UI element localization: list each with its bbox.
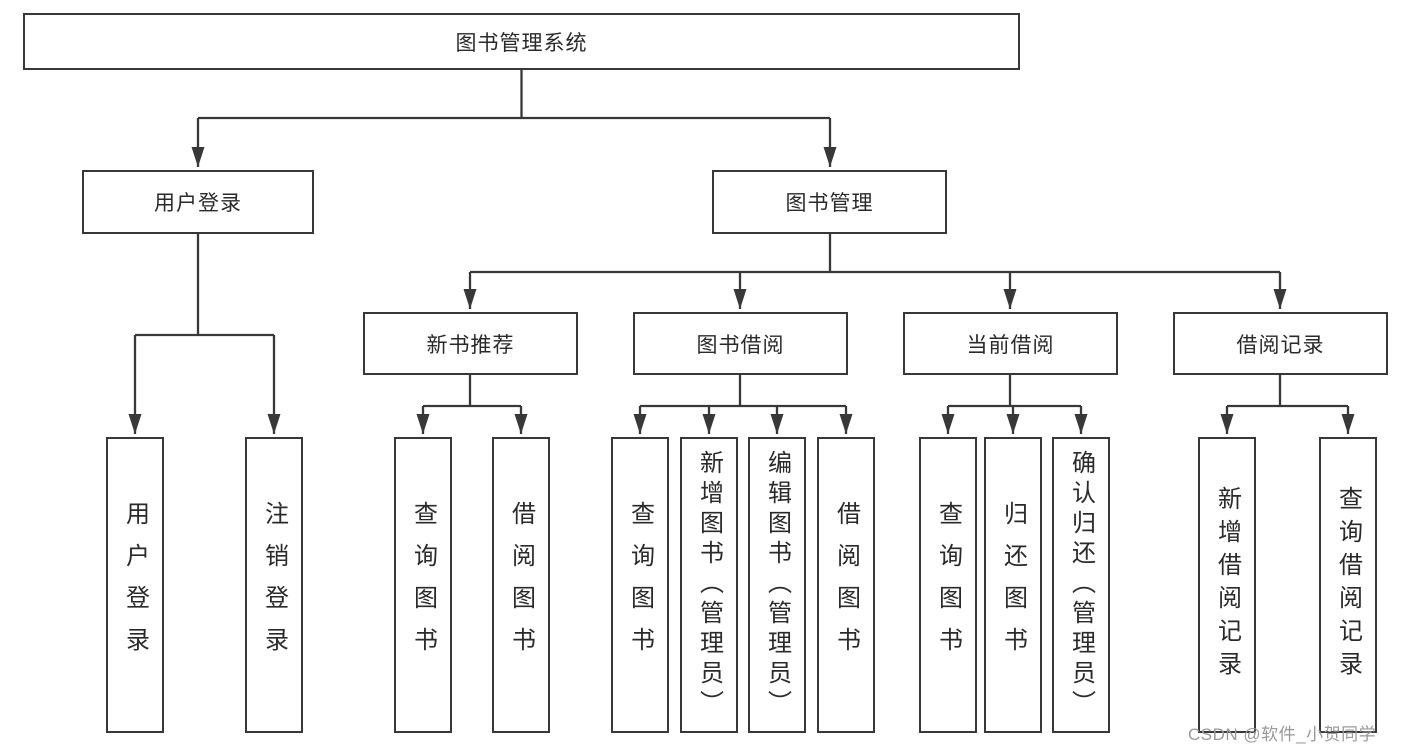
csdn-watermark: CSDN @软件_小贺同学 — [1188, 725, 1377, 744]
node-leaf-user-login: 用户登录 — [106, 437, 164, 733]
node-leaf-borrow-books-1: 借阅图书 — [492, 437, 550, 733]
node-leaf-confirm-return-admin: 确认归还（管理员） — [1052, 437, 1110, 733]
node-leaf-query-books-3: 查询图书 — [919, 437, 977, 733]
node-leaf-add-borrow-record: 新增借阅记录 — [1198, 437, 1256, 733]
node-leaf-return-books: 归还图书 — [984, 437, 1042, 733]
node-leaf-query-books-2: 查询图书 — [611, 437, 669, 733]
node-leaf-query-books-1: 查询图书 — [394, 437, 452, 733]
node-leaf-add-books-admin: 新增图书（管理员） — [680, 437, 738, 733]
node-root-system: 图书管理系统 — [23, 13, 1020, 70]
node-current-borrowing: 当前借阅 — [903, 312, 1118, 375]
node-book-management-module: 图书管理 — [712, 170, 947, 234]
node-book-borrowing: 图书借阅 — [633, 312, 848, 375]
node-leaf-logout: 注销登录 — [245, 437, 303, 733]
node-leaf-borrow-books-2: 借阅图书 — [817, 437, 875, 733]
node-leaf-query-borrow-record: 查询借阅记录 — [1319, 437, 1377, 733]
node-borrowing-records: 借阅记录 — [1173, 312, 1388, 375]
node-user-login-module: 用户登录 — [82, 170, 314, 234]
node-new-book-recommend: 新书推荐 — [363, 312, 578, 375]
node-leaf-edit-books-admin: 编辑图书（管理员） — [748, 437, 806, 733]
